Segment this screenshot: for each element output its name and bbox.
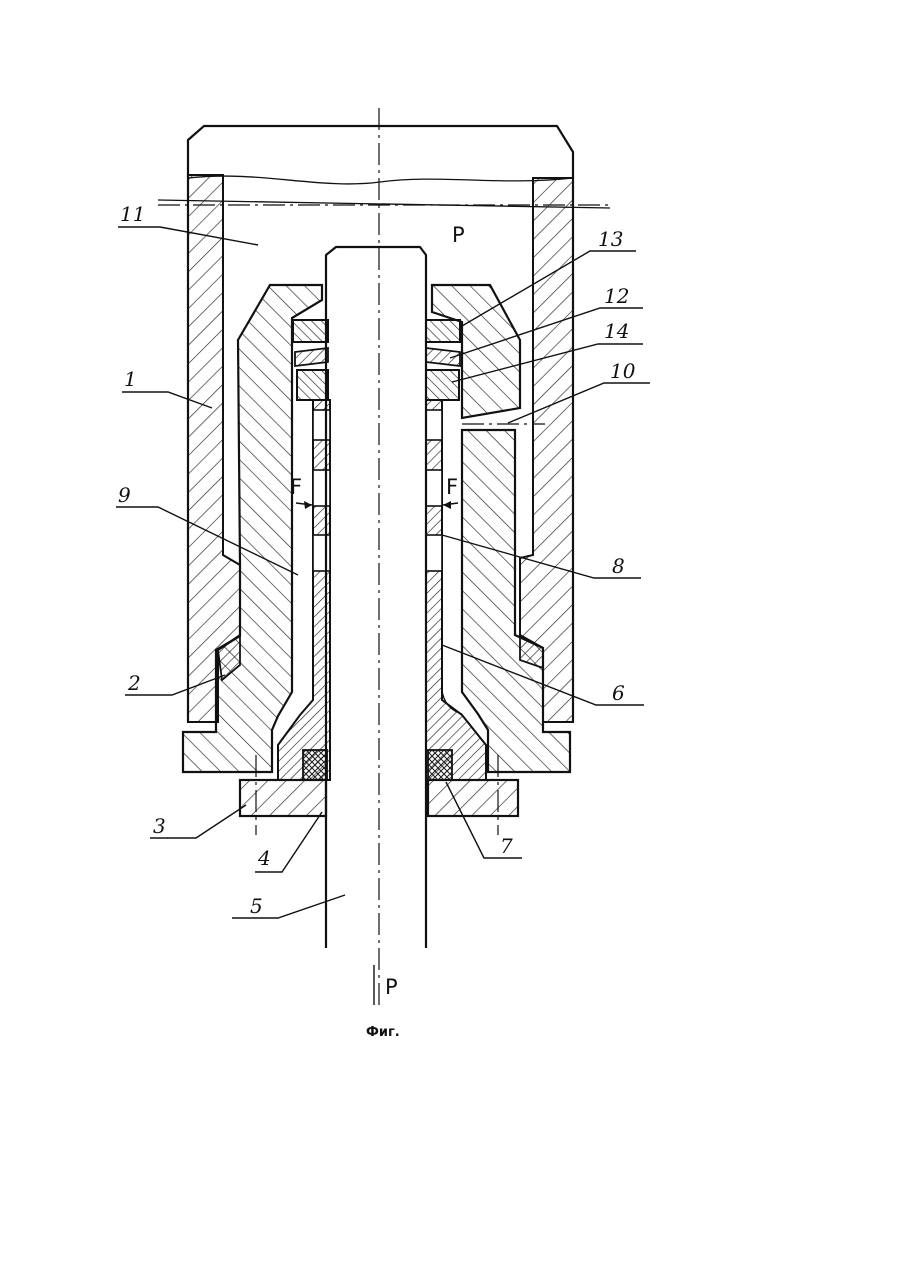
callout-8: 8 — [612, 554, 625, 578]
rod — [326, 247, 426, 948]
callout-1: 1 — [124, 367, 137, 391]
callout-9: 9 — [118, 483, 131, 507]
figure-caption: Фиг. — [366, 1025, 400, 1040]
force-label-left: F — [290, 475, 302, 499]
callout-13: 13 — [598, 227, 623, 251]
callout-11: 11 — [120, 202, 145, 226]
callout-7: 7 — [500, 834, 513, 858]
callout-6: 6 — [612, 681, 625, 705]
force-label-right: F — [446, 475, 458, 499]
callout-12: 12 — [604, 284, 629, 308]
callout-10: 10 — [610, 359, 636, 383]
callout-14: 14 — [604, 319, 629, 343]
pressure-label-top: P — [452, 223, 465, 247]
callout-4: 4 — [257, 846, 271, 870]
packing-stack — [293, 320, 460, 400]
guide-body — [183, 285, 570, 772]
callout-5: 5 — [250, 894, 263, 918]
callout-3: 3 — [153, 814, 166, 838]
pressure-label-bottom: P — [385, 975, 398, 999]
callout-2: 2 — [127, 671, 141, 695]
sleeve — [278, 400, 486, 780]
